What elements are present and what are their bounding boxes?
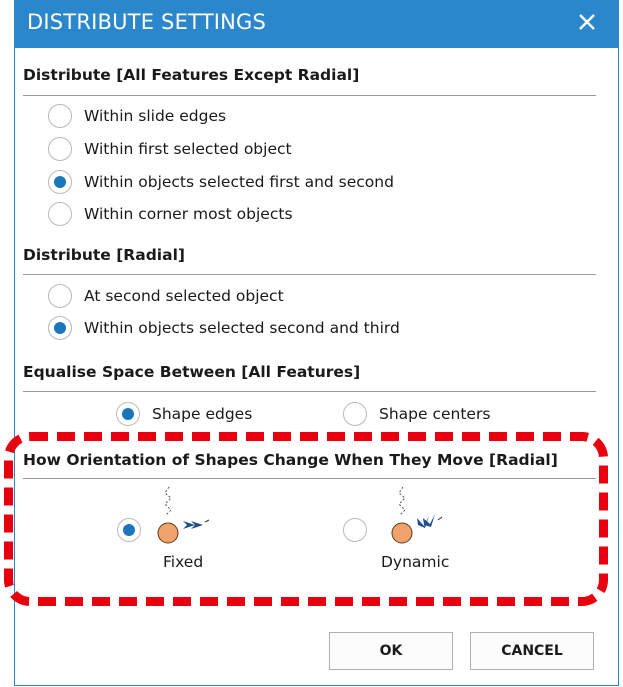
orientation-fixed-label: Fixed: [163, 553, 204, 571]
section-divider: [23, 274, 596, 275]
radio-button-selected[interactable]: [117, 518, 141, 542]
radio-button-selected[interactable]: [48, 170, 72, 194]
section-title-orientation: How Orientation of Shapes Change When Th…: [23, 451, 558, 469]
radio-label: Within slide edges: [84, 107, 227, 125]
radio-button[interactable]: [343, 402, 367, 426]
section-divider: [23, 478, 596, 479]
section-title-equalise-space: Equalise Space Between [All Features]: [23, 363, 361, 381]
radio-label: Within first selected object: [84, 140, 292, 158]
section-divider: [23, 95, 596, 96]
close-button[interactable]: [574, 9, 600, 35]
radio-dot: [54, 322, 66, 334]
orientation-dynamic-label: Dynamic: [381, 553, 450, 571]
radio-label: Shape centers: [379, 405, 491, 423]
distribute-settings-dialog: DISTRIBUTE SETTINGS Distribute [All Feat…: [14, 0, 619, 686]
cancel-button[interactable]: CANCEL: [470, 632, 594, 670]
radio-label: Shape edges: [152, 405, 253, 423]
radio-at-second-selected-object[interactable]: At second selected object: [48, 284, 284, 308]
dialog-title: DISTRIBUTE SETTINGS: [27, 10, 267, 34]
section-divider: [23, 391, 596, 392]
radio-dot: [54, 176, 66, 188]
radio-button[interactable]: [48, 202, 72, 226]
title-bar: DISTRIBUTE SETTINGS: [15, 0, 618, 48]
radio-button-selected[interactable]: [116, 402, 140, 426]
radio-label: Within corner most objects: [84, 205, 293, 223]
radio-button[interactable]: [48, 137, 72, 161]
orientation-dynamic-icon: [391, 486, 443, 544]
radio-dot: [123, 524, 135, 536]
radio-label: Within objects selected second and third: [84, 319, 400, 337]
radio-shape-centers[interactable]: Shape centers: [343, 402, 490, 426]
radio-orientation-dynamic[interactable]: [343, 518, 367, 542]
radio-button[interactable]: [343, 518, 367, 542]
radio-within-objects-first-second[interactable]: Within objects selected first and second: [48, 170, 394, 194]
radio-shape-edges[interactable]: Shape edges: [116, 402, 252, 426]
section-title-distribute-except-radial: Distribute [All Features Except Radial]: [23, 66, 360, 84]
radio-within-corner-most-objects[interactable]: Within corner most objects: [48, 202, 293, 226]
section-title-distribute-radial: Distribute [Radial]: [23, 246, 185, 264]
radio-within-slide-edges[interactable]: Within slide edges: [48, 104, 226, 128]
radio-label: Within objects selected first and second: [84, 173, 394, 191]
radio-within-objects-second-third[interactable]: Within objects selected second and third: [48, 316, 400, 340]
orientation-fixed-icon: [157, 486, 210, 544]
radio-label: At second selected object: [84, 287, 284, 305]
radio-button-selected[interactable]: [48, 316, 72, 340]
ok-button[interactable]: OK: [329, 632, 453, 670]
close-icon: [579, 14, 595, 30]
radio-button[interactable]: [48, 104, 72, 128]
radio-within-first-selected-object[interactable]: Within first selected object: [48, 137, 292, 161]
radio-orientation-fixed[interactable]: [117, 518, 141, 542]
radio-button[interactable]: [48, 284, 72, 308]
radio-dot: [122, 408, 134, 420]
